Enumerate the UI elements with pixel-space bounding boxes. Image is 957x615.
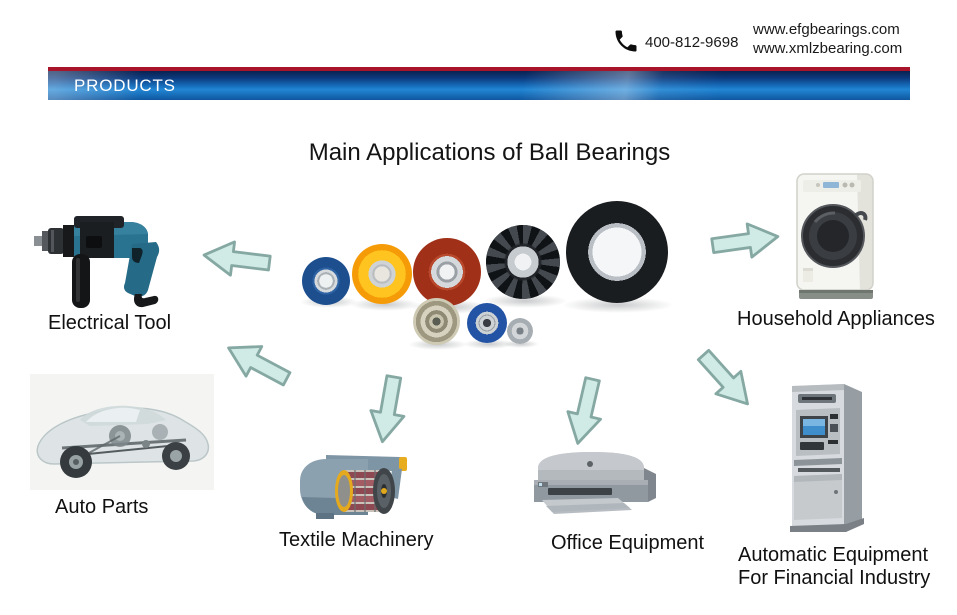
label-household-appliances: Household Appliances [737,308,935,330]
bearing-shadow [482,294,568,308]
bearing-shadow [503,340,539,348]
page-title: Main Applications of Ball Bearings [308,139,671,166]
bearing-blue-front [467,303,507,343]
label-textile-machinery: Textile Machinery [279,529,434,551]
website-efgbearings: www.efgbearings.com [753,21,900,38]
banner-blue-bar [48,71,910,100]
phone-number: 400-812-9698 [645,34,739,51]
bearing-large-black [566,201,668,303]
bearing-shadow [463,339,515,349]
arrow-to-textile-machinery [359,372,416,449]
bearing-shadow [350,298,420,311]
textile-machine-image [300,455,407,519]
bearing-orange [352,244,412,304]
phone-icon [615,30,637,52]
washing-machine-image [796,173,874,299]
arrow-to-financial-equipment [685,339,766,422]
label-office-equipment: Office Equipment [551,532,705,554]
website-xmlzbearing: www.xmlzbearing.com [753,40,903,57]
label-financial-equipment: Automatic Equipment For Financial Indust… [738,544,930,590]
arrow-to-electrical-tool [198,232,273,286]
atm-machine-image [790,384,864,532]
label-auto-parts: Auto Parts [55,496,149,518]
arrow-to-household-appliances [708,213,784,268]
bearing-ball-cage [486,225,560,299]
label-financial-equipment-line1: Automatic Equipment [738,544,929,566]
arrow-to-office-equipment [555,373,616,452]
car-chassis-image [36,405,210,478]
bearing-blue [302,257,350,305]
banner-title: PRODUCTS [74,76,176,95]
website-list: www.efgbearings.com www.xmlzbearing.com [753,20,902,58]
bearing-shadow [562,297,674,313]
inkjet-printer-image [534,452,656,514]
label-financial-equipment-line2: For Financial Industry [738,567,931,589]
power-drill-image [34,216,160,308]
banner-red-line [48,67,910,71]
bearing-open-balls [486,225,560,299]
products-banner: PRODUCTS [48,67,910,100]
arrow-to-auto-parts [215,326,298,399]
bearing-red [413,238,481,306]
bearing-tiny-front [507,318,533,344]
label-electrical-tool: Electrical Tool [48,312,172,334]
